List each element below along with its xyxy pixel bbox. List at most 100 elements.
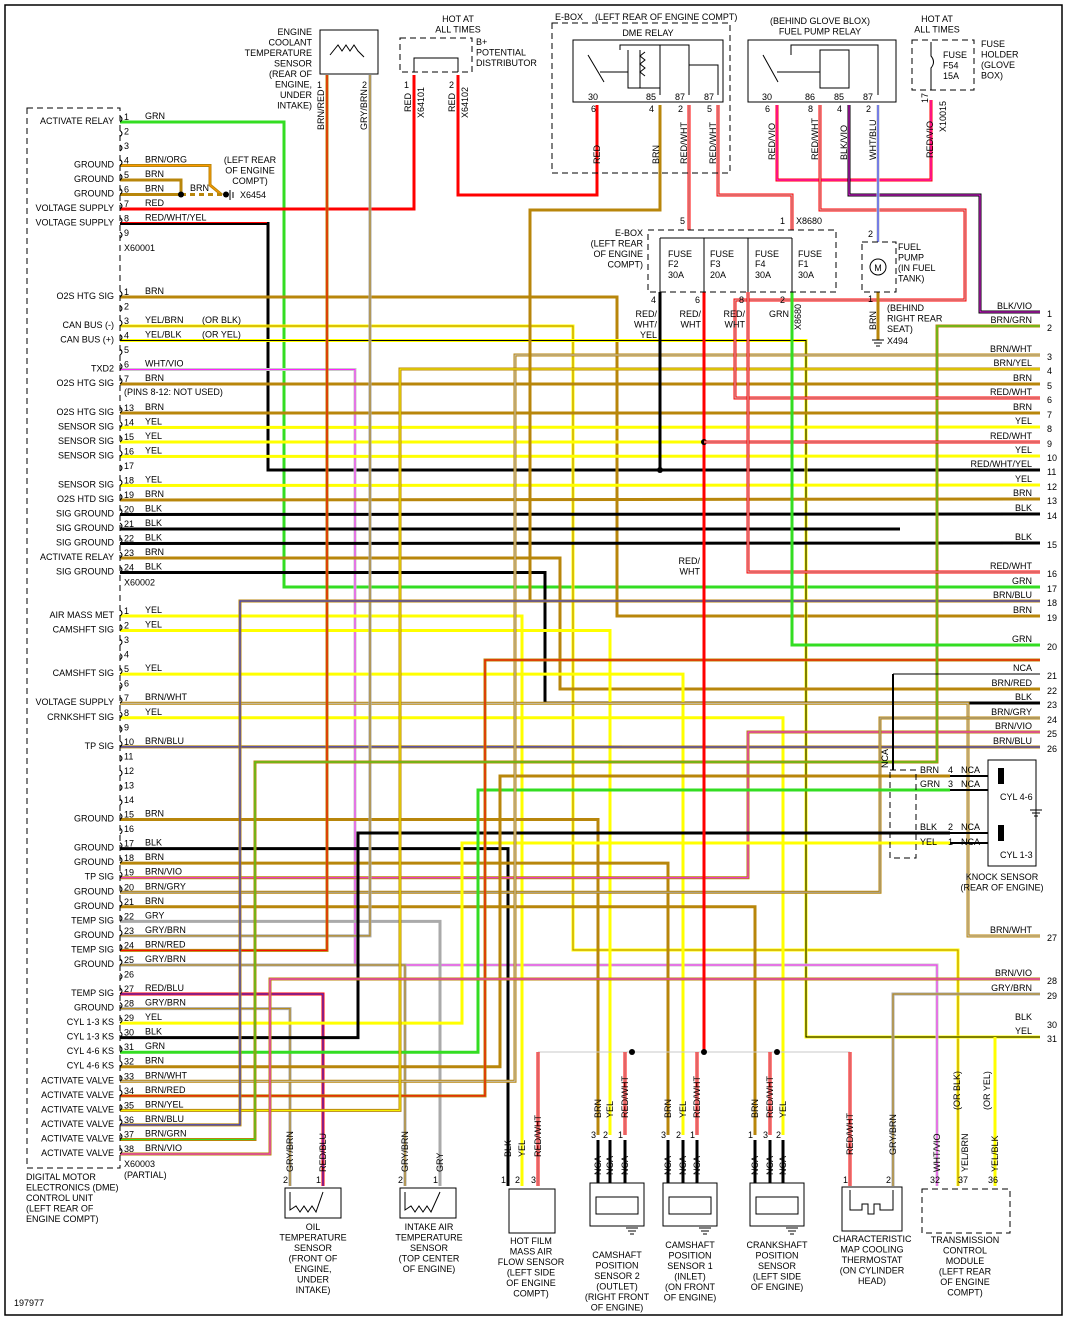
pin-terminal-icon: [119, 1002, 123, 1009]
crank-label: CRANKSHAFT: [746, 1240, 808, 1250]
pin-function-label: GROUND: [74, 160, 114, 170]
ebox-location: (LEFT REAR OF ENGINE COMPT): [595, 12, 737, 22]
pin-terminal-icon: [119, 740, 123, 748]
pin-number: 24: [124, 563, 134, 573]
pin-function-label: CYL 1-3 KS: [67, 1017, 114, 1027]
nca-label: NCA: [961, 765, 980, 775]
pin-function-label: GROUND: [74, 174, 114, 184]
relay-terminal: 87: [704, 92, 714, 102]
pin-terminal-icon: [119, 159, 123, 166]
fuse-icon: [930, 42, 934, 90]
pin-terminal-icon: [119, 682, 123, 690]
fuse-rating: 30A: [798, 270, 814, 280]
wire-yel: [119, 454, 1041, 458]
pin-function-label: GROUND: [74, 930, 114, 940]
pin-number: 2: [124, 621, 129, 631]
wire-stripe: [120, 75, 371, 937]
pin-number: 15: [124, 810, 134, 820]
wire-color-label: RED/WHT: [810, 118, 820, 160]
pin-number: 35: [124, 1100, 134, 1110]
pin-number: 3: [124, 635, 129, 645]
pin-terminal-icon: [119, 769, 123, 777]
wire-color-label: WHT/VIO: [145, 359, 184, 369]
pin-number: 1: [404, 80, 409, 90]
wire-color-label: RED/: [723, 309, 745, 319]
pin-number: 1: [124, 606, 129, 616]
pin-function-label: TEMP SIG: [71, 915, 114, 925]
wire-color-label: GRY/BRN: [145, 998, 186, 1008]
dme-relay-title: DME RELAY: [622, 28, 673, 38]
connector-id: X64101: [416, 87, 426, 118]
hot-at-all-times-label: ALL TIMES: [435, 25, 481, 35]
oil-label: INTAKE): [296, 1285, 331, 1295]
pin-terminal-icon: [119, 856, 123, 864]
crank-label: (LEFT SIDE: [753, 1272, 801, 1282]
pin-terminal-icon: [119, 827, 123, 835]
pin-number: 1: [433, 1175, 438, 1185]
right-pin-number: 24: [1047, 715, 1057, 725]
splice-dot: [178, 191, 184, 198]
right-wire-color-label: YEL: [1015, 416, 1032, 426]
pin-terminal-icon: [119, 624, 123, 631]
ect-sensor-label: ENGINE,: [275, 80, 312, 90]
right-wire-color-label: BRN/RED: [991, 678, 1032, 688]
ground-id: X6454: [240, 190, 266, 200]
connector-id: X10015: [938, 101, 948, 132]
fuse-rating: 20A: [710, 270, 726, 280]
fuse-label: F54: [943, 61, 959, 71]
wire-stripe: [776, 100, 932, 181]
wire-color-label: WHT/: [634, 320, 657, 330]
right-pin-number: 5: [1047, 381, 1052, 391]
wire-red-wht: [716, 105, 794, 230]
pin-number: 8: [124, 708, 129, 718]
thermostat-label: MAP COOLING: [840, 1245, 903, 1255]
wire-color-label: GRY: [435, 1153, 445, 1172]
wire-color-label: GRY/BRN: [400, 1131, 410, 1172]
pin-number: 2: [866, 104, 871, 114]
wire-color-label: BLK: [145, 533, 162, 543]
pin-function-label: SIG GROUND: [56, 523, 115, 533]
ebox-label: (LEFT REAR: [591, 239, 644, 249]
relay-contact-icon: [762, 44, 879, 95]
wire-color-label: BRN: [145, 852, 164, 862]
wire-blk: [120, 571, 1040, 705]
pin-terminal-icon: [119, 1089, 123, 1097]
thermostat-label: CHARACTERISTIC: [832, 1234, 912, 1244]
pin-number: 14: [124, 418, 134, 428]
pin-terminal-icon: [119, 537, 123, 544]
wire-color-label: BRN: [145, 402, 164, 412]
cam1-label: OF ENGINE): [664, 1293, 717, 1303]
pin-terminal-icon: [119, 1031, 123, 1039]
wire-yel: [120, 672, 685, 1135]
right-pin-number: 28: [1047, 976, 1057, 986]
right-pin-number: 30: [1047, 1020, 1057, 1030]
oil-label: (FRONT OF: [289, 1254, 338, 1264]
right-pin-number: 11: [1047, 467, 1056, 477]
pin-terminal-icon: [119, 798, 123, 806]
pin-number: 38: [124, 1144, 134, 1154]
ect-sensor-label: TEMPERATURE: [245, 48, 312, 58]
wire-color-label: BRN/WHT: [145, 692, 187, 702]
tcm-label: CONTROL: [943, 1246, 987, 1256]
ground-location-label: COMPT): [232, 176, 268, 186]
wire-color-label: GRY/BRN: [285, 1131, 295, 1172]
splice-dot: [657, 467, 663, 473]
pin-terminal-icon: [119, 944, 123, 951]
maf-label: FLOW SENSOR: [498, 1257, 565, 1267]
wire-brn: [120, 905, 757, 1135]
wire-brn: [120, 178, 183, 195]
pin-function-label: VOLTAGE SUPPLY: [35, 218, 114, 228]
pin-number: 8: [739, 295, 744, 305]
pin-terminal-icon: [119, 522, 123, 530]
right-pin-number: 15: [1047, 540, 1057, 550]
figure-id: 197977: [14, 1298, 44, 1308]
tcm-label: OF ENGINE: [940, 1277, 990, 1287]
cam2-label: POSITION: [595, 1261, 638, 1271]
wire-brn: [120, 861, 670, 1135]
right-pin-number: 6: [1047, 395, 1052, 405]
tcm-label: MODULE: [946, 1256, 985, 1266]
wire-color-label: YEL: [678, 1101, 688, 1118]
pin-terminal-icon: [119, 638, 123, 646]
tcm-box: [921, 1188, 1011, 1234]
pin-number: 1: [748, 1130, 753, 1140]
